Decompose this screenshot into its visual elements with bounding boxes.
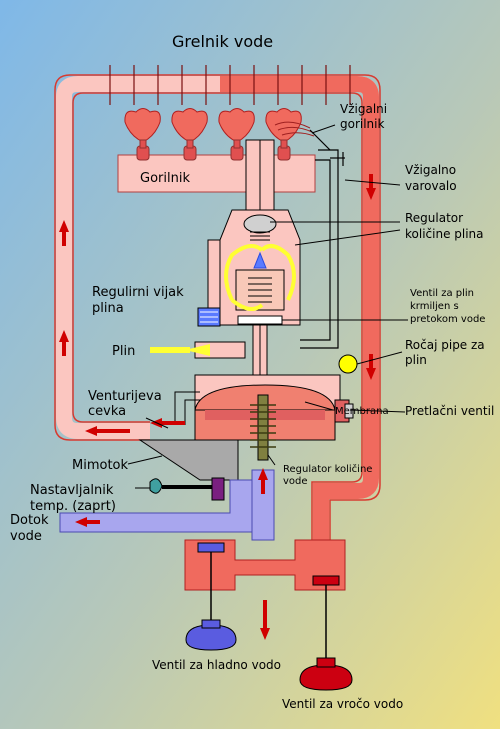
cold-water-valve-handle[interactable] [185, 619, 237, 651]
venturi-bypass-pipes [174, 391, 200, 425]
label-dotok-1: Dotok [10, 513, 49, 528]
temperature-adjuster[interactable] [149, 477, 225, 501]
heat-exchanger-pipe [54, 74, 381, 540]
leader-lines [127, 124, 408, 489]
label-rocaj-1: Ročaj pipe za [405, 338, 485, 352]
valve-stems [210, 552, 327, 660]
title: Grelnik vode [172, 32, 273, 51]
cold-water-arrows [75, 468, 268, 527]
label-gorilnik: Gorilnik [140, 171, 190, 186]
label-nastavljalnik-2: temp. (zaprt) [30, 499, 116, 514]
gas-inlet [150, 341, 246, 359]
label-regulator-vode-2: vode [283, 476, 308, 487]
outlet-manifold [184, 539, 346, 591]
water-regulator-spring [250, 394, 276, 461]
label-regulator-plina-2: količine plina [405, 227, 484, 241]
water-regulator [194, 374, 341, 441]
label-regulator-vode-1: Regulator količine [283, 463, 372, 475]
valve-stem [252, 324, 268, 376]
label-regulirni-vijak-2: plina [92, 301, 124, 316]
cold-water-pipe [59, 469, 275, 541]
pilot-flame [274, 121, 315, 137]
regulating-screw [197, 307, 221, 327]
label-ventil-hladna: Ventil za hladno vodo [152, 658, 281, 672]
label-vzigalni-gorilnik-1: Vžigalni [340, 102, 387, 116]
label-vzigalni-gorilnik-2: gorilnik [340, 117, 385, 131]
gas-knob[interactable] [338, 354, 358, 374]
outlet-arrow [260, 600, 270, 640]
gas-flow-loop [224, 244, 296, 311]
label-mimotok: Mimotok [72, 458, 128, 473]
label-ventil-plin-1: Ventil za plin [410, 288, 474, 299]
label-ventil-plin-2: krmiljen s [410, 301, 459, 312]
label-venturi-1: Venturijeva [88, 389, 162, 404]
label-nastavljalnik-1: Nastavljalnik [30, 483, 114, 498]
label-ventil-vroca: Ventil za vročo vodo [282, 697, 403, 711]
label-membrana: Membrana [335, 406, 389, 417]
venturi-arrows [85, 418, 185, 436]
gas-regulator [207, 209, 301, 326]
labels: Vžigalni gorilnik Vžigalno varovalo Regu… [10, 102, 494, 711]
label-ventil-plin-3: pretokom vode [410, 314, 485, 325]
label-venturi-2: cevka [88, 404, 126, 419]
pilot-line [300, 129, 345, 349]
label-dotok-2: vode [10, 529, 42, 544]
label-plin: Plin [112, 344, 135, 359]
pressure-relief-valve [334, 399, 354, 423]
hot-water-valve-handle[interactable] [299, 657, 353, 691]
flow-arrows-exchanger [59, 174, 376, 380]
gas-column [245, 139, 275, 211]
heat-exchanger-fins [109, 65, 351, 105]
label-pretlacni: Pretlačni ventil [405, 404, 494, 418]
label-regulator-plina-1: Regulator [405, 211, 463, 225]
label-vzigalno-varovalo-2: varovalo [405, 179, 457, 193]
label-vzigalno-varovalo-1: Vžigalno [405, 163, 456, 177]
label-rocaj-2: plin [405, 353, 427, 367]
label-regulirni-vijak-1: Regulirni vijak [92, 285, 184, 300]
